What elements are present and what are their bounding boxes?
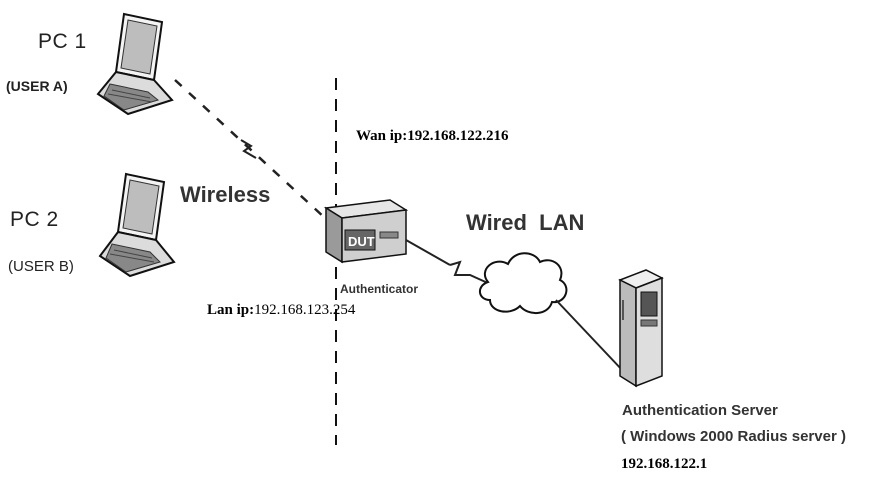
lan-cloud-icon [479,252,568,314]
server-ip: 192.168.122.1 [621,456,708,472]
pc1-user: (USER A) [6,78,68,94]
lan-ip-text: Lan ip:192.168.123.254 [207,302,355,319]
server-title: Authentication Server [622,402,778,419]
wired-link-zigzag [449,260,491,285]
wan-ip-value: 192.168.122.216 [407,128,509,144]
pc1-name: PC 1 [38,30,87,53]
wired-link-dut-cloud [405,239,451,266]
wired-link-cloud-server [555,299,625,373]
lan-ip-value: 192.168.123.254 [254,302,356,318]
wired-lan-label: Wired LAN [466,210,585,235]
dut-label: DUT [348,234,375,249]
dut-role-label: Authenticator [340,282,418,296]
wireless-label: Wireless [180,182,271,207]
server-subtitle: ( Windows 2000 Radius server ) [621,428,846,445]
wireless-signal-icon [240,139,257,159]
pc1-laptop-icon [96,12,174,116]
dut-router-icon [323,199,409,264]
lan-ip-label: Lan ip: [207,302,255,318]
wireless-link-line [174,79,326,219]
wan-ip-label: Wan ip: [356,128,408,144]
pc2-laptop-icon [98,172,176,278]
pc2-name: PC 2 [10,208,59,231]
pc2-user: (USER B) [8,258,74,275]
radius-server-icon [618,269,664,388]
wan-ip-text: Wan ip:192.168.122.216 [356,128,509,145]
